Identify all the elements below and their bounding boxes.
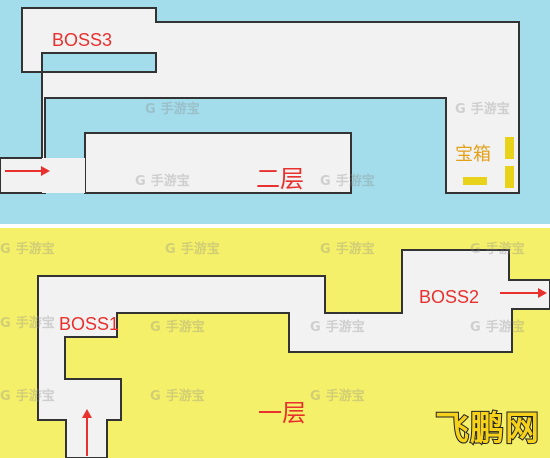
watermark: G 手游宝 — [165, 242, 220, 257]
g-logo-icon: G — [455, 102, 466, 117]
boss3-label: BOSS3 — [52, 30, 113, 50]
boss2-label: BOSS2 — [419, 287, 480, 307]
site-logo: 飞鹏网 — [434, 408, 540, 450]
g-logo-icon: G — [0, 316, 11, 331]
floor-1-exit-arrow — [500, 288, 547, 298]
floor-2-entrance-arrow — [5, 166, 50, 176]
boss1-label: BOSS1 — [59, 314, 120, 334]
watermark: G 手游宝 — [320, 242, 375, 257]
treasure-chest — [505, 166, 514, 188]
treasure-chest — [463, 177, 487, 185]
watermark: G 手游宝 — [0, 242, 55, 257]
watermark: G 手游宝 — [135, 174, 190, 189]
floor-1-name: 一层 — [258, 399, 306, 427]
watermark: G 手游宝 — [150, 389, 205, 404]
g-logo-icon: G — [0, 389, 11, 404]
g-logo-icon: G — [150, 389, 161, 404]
floor-1-corridor — [37, 249, 550, 458]
treasure-chest-markers — [463, 137, 514, 188]
watermark: G 手游宝 — [310, 389, 365, 404]
g-logo-icon: G — [310, 389, 321, 404]
g-logo-icon: G — [0, 242, 11, 257]
floor-separator — [0, 224, 550, 228]
watermark: G 手游宝 — [0, 389, 55, 404]
watermark: G 手游宝 — [150, 320, 205, 335]
watermark: G 手游宝 — [320, 174, 375, 189]
watermark: G 手游宝 — [470, 242, 525, 257]
g-logo-icon: G — [320, 242, 331, 257]
g-logo-icon: G — [145, 102, 156, 117]
watermark: G 手游宝 — [455, 102, 510, 117]
watermark: G 手游宝 — [310, 320, 365, 335]
floor-2-corridor-lower — [42, 158, 85, 193]
g-logo-icon: G — [470, 242, 481, 257]
watermark: G 手游宝 — [0, 316, 55, 331]
treasure-label: 宝箱 — [455, 144, 491, 165]
g-logo-icon: G — [470, 320, 481, 335]
watermark: G 手游宝 — [470, 320, 525, 335]
g-logo-icon: G — [165, 242, 176, 257]
watermark: G 手游宝 — [145, 102, 200, 117]
g-logo-icon: G — [310, 320, 321, 335]
g-logo-icon: G — [135, 174, 146, 189]
g-logo-icon: G — [150, 320, 161, 335]
treasure-chest — [505, 137, 514, 159]
floor-1-entrance-arrow — [82, 409, 92, 456]
floor-2-name: 二层 — [256, 165, 304, 193]
g-logo-icon: G — [320, 174, 331, 189]
